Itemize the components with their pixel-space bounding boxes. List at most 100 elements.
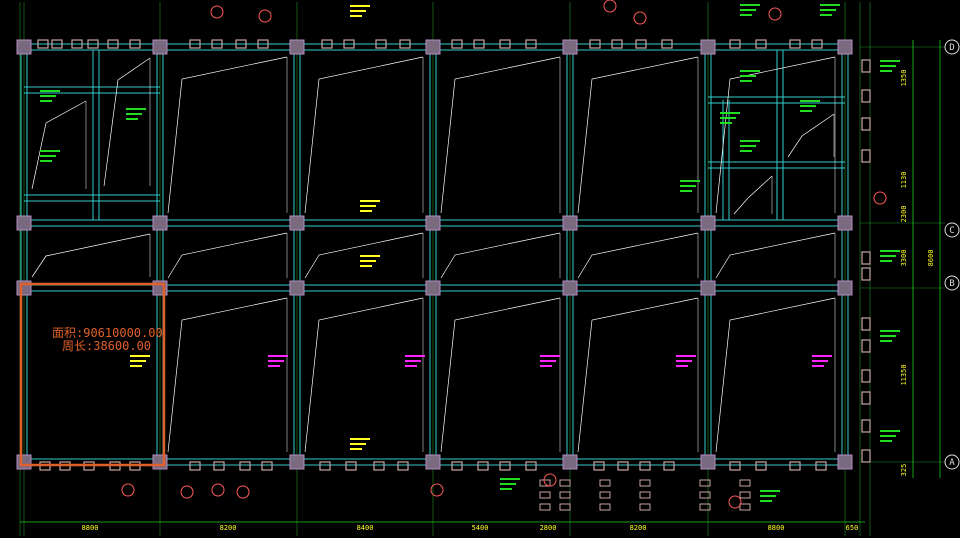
- annotation-mark: [40, 90, 60, 92]
- brick: [373, 461, 385, 471]
- column: [562, 454, 578, 470]
- annotation-mark: [760, 495, 776, 497]
- slab-hatch: [167, 56, 288, 214]
- brick: [861, 317, 871, 331]
- measure-outline[interactable]: [19, 282, 166, 467]
- brick: [539, 479, 551, 487]
- dim-bottom-2: 8200: [220, 524, 237, 532]
- column: [837, 280, 853, 296]
- brick: [589, 39, 601, 49]
- section-marker: [768, 7, 782, 21]
- brick: [755, 461, 767, 471]
- brick: [729, 39, 741, 49]
- column: [289, 215, 305, 231]
- measure-selection[interactable]: 面积:90610000.00 周长:38600.00: [19, 282, 166, 467]
- annotation-mark: [812, 365, 824, 367]
- structural-grid: [19, 2, 945, 536]
- annotation-mark: [680, 180, 700, 182]
- slab-hatch: [31, 233, 151, 278]
- annotation-mark: [540, 360, 556, 362]
- section-marker: [728, 495, 742, 509]
- annotation-mark: [360, 210, 372, 212]
- brick: [451, 39, 463, 49]
- column: [425, 215, 441, 231]
- brick: [239, 461, 251, 471]
- dim-bottom-3: 8400: [357, 524, 374, 532]
- annotation-mark: [360, 260, 376, 262]
- brick: [559, 491, 571, 499]
- annotation-mark: [880, 260, 892, 262]
- column: [700, 454, 716, 470]
- brick: [811, 39, 823, 49]
- slab-hatch: [440, 297, 561, 453]
- annotation-mark: [720, 117, 736, 119]
- brick: [473, 39, 485, 49]
- brick: [861, 89, 871, 103]
- brick: [37, 39, 49, 49]
- annotation-mark: [720, 122, 732, 124]
- dim-bottom-5: 2800: [540, 524, 557, 532]
- brick: [257, 39, 269, 49]
- brick: [211, 39, 223, 49]
- section-marker: [180, 485, 194, 499]
- axis-label-B: B: [949, 279, 954, 289]
- annotation-mark: [880, 70, 892, 72]
- brick: [729, 461, 741, 471]
- annotation-mark: [880, 250, 900, 252]
- brick: [321, 39, 333, 49]
- annotation-mark: [540, 365, 552, 367]
- slab-hatch: [31, 100, 87, 190]
- axis-bubble-B[interactable]: [944, 275, 960, 291]
- annotation-mark: [740, 70, 760, 72]
- brick: [611, 39, 623, 49]
- column: [837, 215, 853, 231]
- slab-hatch: [304, 297, 424, 453]
- section-marker: [633, 11, 647, 25]
- annotation-mark: [880, 340, 892, 342]
- axis-label-A: A: [949, 458, 955, 468]
- axis-bubble-A[interactable]: [944, 454, 960, 470]
- axis-label-D: D: [949, 43, 954, 53]
- section-marker: [258, 9, 272, 23]
- perimeter-label: 周长:38600.00: [62, 339, 151, 353]
- column-markers[interactable]: [16, 39, 853, 470]
- annotation-mark: [130, 355, 150, 357]
- annotation-mark: [130, 365, 142, 367]
- annotation-mark: [676, 365, 688, 367]
- brick: [599, 491, 611, 499]
- dim-bottom-8: 650: [846, 524, 859, 532]
- annotation-mark: [800, 110, 812, 112]
- annotation-mark: [740, 4, 760, 6]
- brick: [739, 503, 751, 511]
- section-marker: [236, 485, 250, 499]
- annotation-mark: [540, 355, 560, 357]
- section-marker: [430, 483, 444, 497]
- axis-bubble-C[interactable]: [944, 222, 960, 238]
- brick: [789, 39, 801, 49]
- dim-right-1: 1350: [900, 70, 908, 87]
- annotation-mark: [820, 4, 840, 6]
- annotation-mark: [350, 15, 362, 17]
- dim-bottom-4: 5400: [472, 524, 489, 532]
- annotation-mark: [360, 200, 380, 202]
- brick: [539, 491, 551, 499]
- column: [16, 39, 32, 55]
- annotation-mark: [740, 145, 756, 147]
- dim-right-6: 11350: [900, 364, 908, 385]
- annotation-mark: [405, 365, 417, 367]
- section-marker: [603, 0, 617, 13]
- brick: [639, 461, 651, 471]
- brick: [861, 419, 871, 433]
- annotation-mark: [126, 113, 142, 115]
- annotation-mark: [360, 255, 380, 257]
- dim-right-2: 1130: [900, 172, 908, 189]
- annotation-mark: [740, 140, 760, 142]
- brick: [739, 491, 751, 499]
- slab-hatch: [167, 232, 288, 279]
- annotation-mark: [740, 9, 756, 11]
- annotation-mark: [360, 205, 376, 207]
- axis-bubble-D[interactable]: [944, 39, 960, 55]
- brick: [399, 39, 411, 49]
- annotation-mark: [800, 105, 816, 107]
